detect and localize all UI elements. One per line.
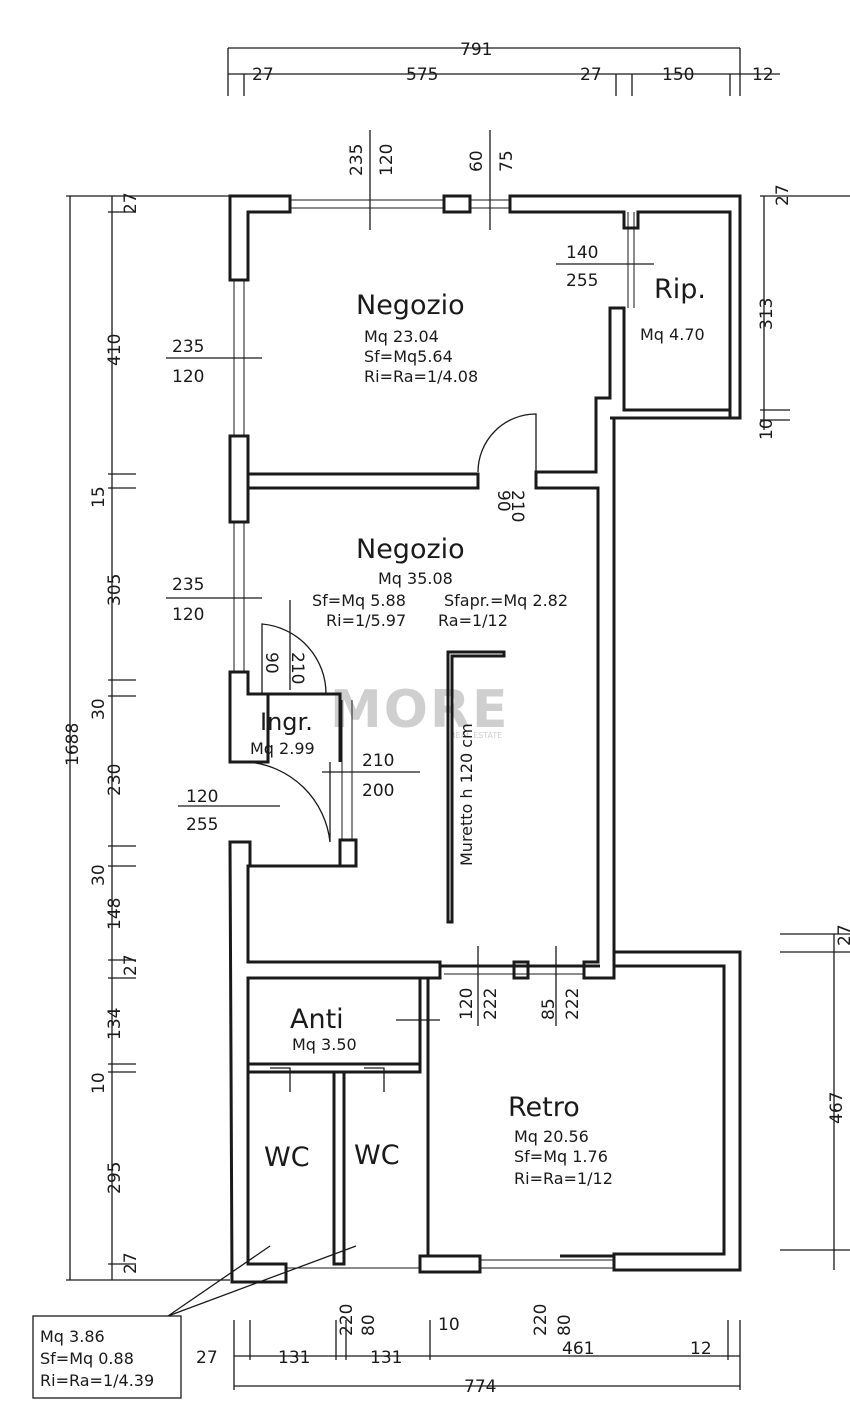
dim-left-p13: 27 xyxy=(121,1252,141,1274)
dim-top-p2: 575 xyxy=(406,65,438,85)
room-negozio1-ri: Ri=Ra=1/4.08 xyxy=(364,367,478,386)
room-negozio2-name: Negozio xyxy=(356,534,465,565)
dim-left-p1: 27 xyxy=(121,192,141,214)
room-anti-area: Mq 3.50 xyxy=(292,1035,357,1054)
dim-mid-b2: 222 xyxy=(563,988,583,1020)
room-negozio2-ri: Ri=1/5.97 xyxy=(326,611,406,630)
dim-right-p1: 27 xyxy=(773,184,793,206)
dim-door-ext-b: 255 xyxy=(186,815,218,835)
dim-left-p3: 15 xyxy=(89,486,109,508)
room-retro-ri: Ri=Ra=1/12 xyxy=(514,1169,613,1188)
dim-win-left1-b: 120 xyxy=(172,367,204,387)
dim-left-p4: 305 xyxy=(105,574,125,606)
door-swings xyxy=(247,413,537,1092)
dim-left-p9: 27 xyxy=(121,954,141,976)
dim-bot-p1: 27 xyxy=(196,1348,218,1368)
dims-bottom xyxy=(233,1320,741,1390)
room-retro-area: Mq 20.56 xyxy=(514,1127,589,1146)
dim-win-left2-b: 120 xyxy=(172,605,204,625)
dim-door-ext-a: 120 xyxy=(186,787,218,807)
dim-right-p2: 313 xyxy=(757,298,777,330)
dim-door-neg-a: 90 xyxy=(493,490,513,512)
dims-left xyxy=(66,195,280,1281)
dim-top-p4: 150 xyxy=(662,65,694,85)
dim-top-p5: 12 xyxy=(752,65,774,85)
room-negozio2-area: Mq 35.08 xyxy=(378,569,453,588)
dim-left-p8: 148 xyxy=(105,898,125,930)
dim-win-top-a2: 120 xyxy=(377,144,397,176)
watermark-tagline: REAL ESTATE xyxy=(450,731,502,740)
dims-top xyxy=(227,47,780,230)
dim-win-top-b1: 60 xyxy=(467,150,487,172)
wc-box-sf: Sf=Mq 0.88 xyxy=(40,1349,134,1368)
dim-bot-win-c1: 220 xyxy=(531,1304,551,1336)
dim-left-p6: 230 xyxy=(105,764,125,796)
room-negozio2-sf: Sf=Mq 5.88 xyxy=(312,591,406,610)
dim-mid-a2: 222 xyxy=(481,988,501,1020)
room-ingr-area: Mq 2.99 xyxy=(250,739,315,758)
dim-top-p3: 27 xyxy=(580,65,602,85)
room-negozio2-ra: Ra=1/12 xyxy=(438,611,508,630)
dim-bot-win-c2: 80 xyxy=(555,1314,575,1336)
dim-left-p7: 30 xyxy=(89,864,109,886)
wc-box-area: Mq 3.86 xyxy=(40,1327,105,1346)
dim-rip-a: 140 xyxy=(566,243,598,263)
dim-win-left2-a: 235 xyxy=(172,575,204,595)
room-negozio1-area: Mq 23.04 xyxy=(364,327,439,346)
dim-left-p10: 134 xyxy=(105,1008,125,1040)
dim-top-p1: 27 xyxy=(252,65,274,85)
room-negozio1-name: Negozio xyxy=(356,290,465,321)
room-rip-area: Mq 4.70 xyxy=(640,325,705,344)
dim-top-total: 791 xyxy=(460,40,492,60)
dim-bot-win-a1: 220 xyxy=(337,1304,357,1336)
room-negozio1-sf: Sf=Mq5.64 xyxy=(364,347,453,366)
dim-win-left1-a: 235 xyxy=(172,337,204,357)
room-rip-name: Rip. xyxy=(654,274,706,305)
dim-right-b2: 467 xyxy=(827,1092,847,1124)
room-wc2-name: WC xyxy=(354,1140,400,1171)
wc-box-ri: Ri=Ra=1/4.39 xyxy=(40,1371,154,1390)
dim-left-p11: 10 xyxy=(89,1072,109,1094)
room-ingr-name: Ingr. xyxy=(260,708,313,736)
room-anti-name: Anti xyxy=(290,1004,344,1035)
dim-rip-b: 255 xyxy=(566,271,598,291)
dim-win-top-a1: 235 xyxy=(347,144,367,176)
room-retro-name: Retro xyxy=(508,1092,580,1123)
dim-bot-total: 774 xyxy=(464,1377,496,1397)
watermark-brand: MORE xyxy=(330,680,510,740)
dim-bot-p5: 12 xyxy=(690,1339,712,1359)
walls xyxy=(228,194,742,1284)
wc-info-box xyxy=(32,1245,357,1399)
dim-mid-a1: 120 xyxy=(457,988,477,1020)
muretto-label: Muretto h 120 cm xyxy=(457,723,476,866)
dim-ingr-win-b: 200 xyxy=(362,781,394,801)
dim-bot-win-b: 10 xyxy=(438,1315,460,1335)
room-negozio2-sfapr: Sfapr.=Mq 2.82 xyxy=(444,591,568,610)
dim-bot-p4: 461 xyxy=(562,1339,594,1359)
dim-right-b1: 27 xyxy=(835,924,850,946)
dim-left-p12: 295 xyxy=(105,1162,125,1194)
dim-mid-b1: 85 xyxy=(539,998,559,1020)
dim-door-ingr-b: 210 xyxy=(287,652,307,684)
room-retro-sf: Sf=Mq 1.76 xyxy=(514,1147,608,1166)
dim-ingr-win-a: 210 xyxy=(362,751,394,771)
dim-bot-p2: 131 xyxy=(278,1348,310,1368)
dim-left-p5: 30 xyxy=(89,698,109,720)
dims-right xyxy=(556,195,850,1270)
dim-left-p2: 410 xyxy=(105,334,125,366)
dim-bot-p3: 131 xyxy=(370,1348,402,1368)
dim-win-top-b2: 75 xyxy=(497,150,517,172)
room-wc1-name: WC xyxy=(264,1142,310,1173)
dim-door-neg-b: 210 xyxy=(507,490,527,522)
muretto xyxy=(446,650,506,924)
dim-bot-win-a2: 80 xyxy=(359,1314,379,1336)
dim-left-total: 1688 xyxy=(63,723,83,766)
dim-door-ingr-a: 90 xyxy=(261,652,281,674)
dim-right-p3: 10 xyxy=(757,418,777,440)
